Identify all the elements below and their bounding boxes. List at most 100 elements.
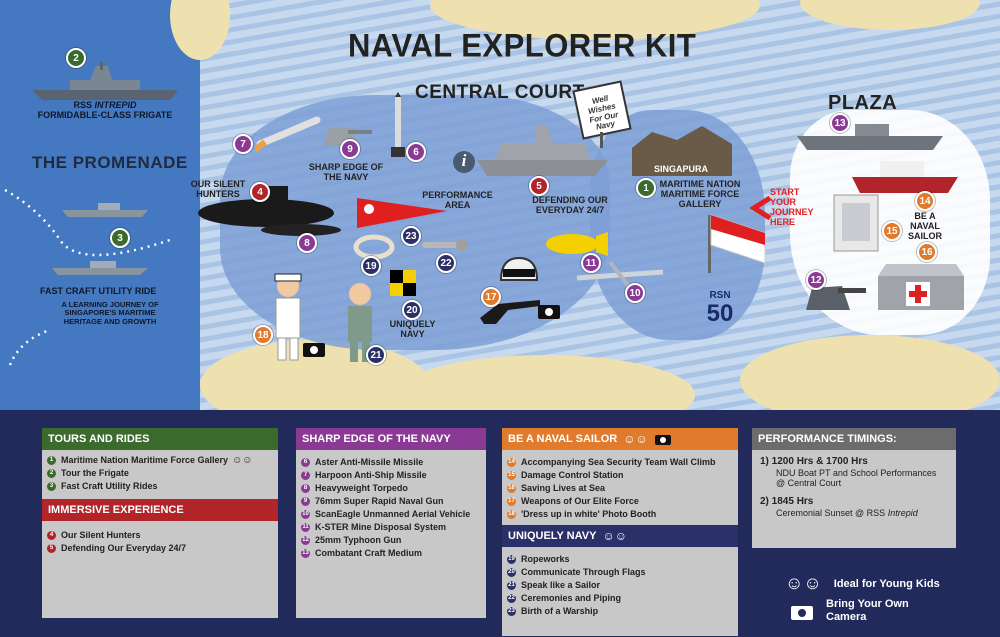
- item-number: 11: [301, 523, 310, 532]
- item-number: 3: [47, 482, 56, 491]
- defending-label: DEFENDING OUR EVERYDAY 24/7: [532, 195, 608, 215]
- camera-key: Bring Your Own Camera: [790, 598, 909, 623]
- item-number: 16: [507, 484, 516, 493]
- marker-5[interactable]: 5: [529, 176, 549, 196]
- uniquely-navy-label: UNIQUELY NAVY: [389, 319, 436, 339]
- tours-list: 1 Maritime Nation Maritime Force Gallery☺…: [42, 450, 278, 497]
- marker-13[interactable]: 13: [830, 113, 850, 133]
- item-number: 14: [507, 458, 516, 467]
- item-label: Heavyweight Torpedo: [315, 483, 408, 493]
- item-label: 'Dress up in white' Photo Booth: [521, 509, 657, 519]
- timing-2-desc-text: Ceremonial Sunset @ RSS: [776, 507, 888, 518]
- item-label: Defending Our Everyday 24/7: [61, 543, 187, 553]
- item-label: Aster Anti-Missile Missile: [315, 457, 424, 467]
- marker-15[interactable]: 15: [882, 221, 902, 241]
- list-item[interactable]: 8 Heavyweight Torpedo: [301, 482, 481, 495]
- marker-10[interactable]: 10: [625, 283, 645, 303]
- red-boat-icon: [852, 161, 958, 193]
- item-label: Accompanying Sea Security Team Wall Clim…: [521, 457, 716, 467]
- warship-icon: [477, 126, 608, 176]
- aster-missile-icon: [391, 92, 405, 157]
- marker-17[interactable]: 17: [481, 287, 501, 307]
- kids-icon: ☺☺: [785, 573, 822, 593]
- combatant-craft-icon: [797, 124, 943, 150]
- marker-22[interactable]: 22: [436, 253, 456, 273]
- marker-19[interactable]: 19: [361, 256, 381, 276]
- marker-23[interactable]: 23: [401, 226, 421, 246]
- kids-icon: ☺☺: [623, 432, 648, 446]
- item-label: Our Silent Hunters: [61, 530, 141, 540]
- typhoon-gun-icon: [806, 286, 866, 310]
- sailor-panel: BE A NAVAL SAILOR ☺☺ 14 Accompanying Sea …: [502, 428, 738, 636]
- camera-icon: [538, 305, 560, 319]
- marker-11[interactable]: 11: [581, 253, 601, 273]
- signal-flag-icon: [390, 270, 416, 296]
- sailor-header: BE A NAVAL SAILOR ☺☺: [502, 428, 738, 450]
- central-court-label: CENTRAL COURT: [415, 82, 585, 103]
- item-number: 1: [47, 456, 56, 465]
- marker-7[interactable]: 7: [233, 134, 253, 154]
- uniquely-header: UNIQUELY NAVY ☺☺: [502, 525, 738, 547]
- kids-icon: ☺☺: [232, 455, 253, 466]
- marker-3[interactable]: 3: [110, 228, 130, 248]
- damage-control-icon: [833, 194, 879, 252]
- marker-16[interactable]: 16: [917, 242, 937, 262]
- ship-name: INTREPID: [94, 100, 137, 110]
- list-item[interactable]: 14 Accompanying Sea Security Team Wall Cl…: [507, 456, 733, 469]
- marker-20[interactable]: 20: [402, 300, 422, 320]
- timing-1: 1) 1200 Hrs & 1700 Hrs NDU Boat PT and S…: [752, 450, 956, 494]
- marker-18[interactable]: 18: [253, 325, 273, 345]
- monument-icon: [632, 126, 732, 176]
- maritime-gallery-label: MARITIME NATION MARITIME FORCE GALLERY: [659, 179, 741, 209]
- marker-2[interactable]: 2: [66, 48, 86, 68]
- kids-key-label: Ideal for Young Kids: [833, 577, 940, 590]
- rifle-icon: [480, 300, 540, 324]
- marker-9[interactable]: 9: [340, 139, 360, 159]
- item-number: 8: [301, 484, 310, 493]
- marker-6[interactable]: 6: [406, 142, 426, 162]
- marker-14[interactable]: 14: [915, 191, 935, 211]
- fast-craft-label: FAST CRAFT UTILITY RIDE: [40, 286, 157, 296]
- sharp-edge-label: SHARP EDGE OF THE NAVY: [308, 162, 384, 182]
- marker-8[interactable]: 8: [297, 233, 317, 253]
- timing-2: 2) 1845 Hrs Ceremonial Sunset @ RSS Intr…: [752, 494, 956, 524]
- item-label: Maritime Nation Maritime Force Gallery: [61, 455, 229, 465]
- item-label: Communicate Through Flags: [521, 567, 646, 577]
- kids-icon: ☺☺: [602, 529, 627, 543]
- start-arrow-icon: [750, 196, 772, 220]
- marker-1[interactable]: 1: [636, 178, 656, 198]
- ship-name: Intrepid: [887, 507, 918, 518]
- item-label: Weapons of Our Elite Force: [521, 496, 639, 506]
- marker-12[interactable]: 12: [806, 270, 826, 290]
- camera-key-line-1: Bring Your Own: [826, 598, 909, 610]
- marker-21[interactable]: 21: [366, 345, 386, 365]
- singapura-sign: SINGAPURA: [653, 164, 708, 174]
- list-item[interactable]: 1 Maritime Nation Maritime Force Gallery☺…: [47, 454, 273, 467]
- performance-panel: PERFORMANCE TIMINGS: 1) 1200 Hrs & 1700 …: [752, 428, 956, 548]
- list-item[interactable]: 18'Dress up in white' Photo Booth: [507, 508, 733, 521]
- marker-4[interactable]: 4: [250, 182, 270, 202]
- rss-prefix: RSS: [73, 100, 92, 110]
- fast-craft-icon: [62, 203, 148, 217]
